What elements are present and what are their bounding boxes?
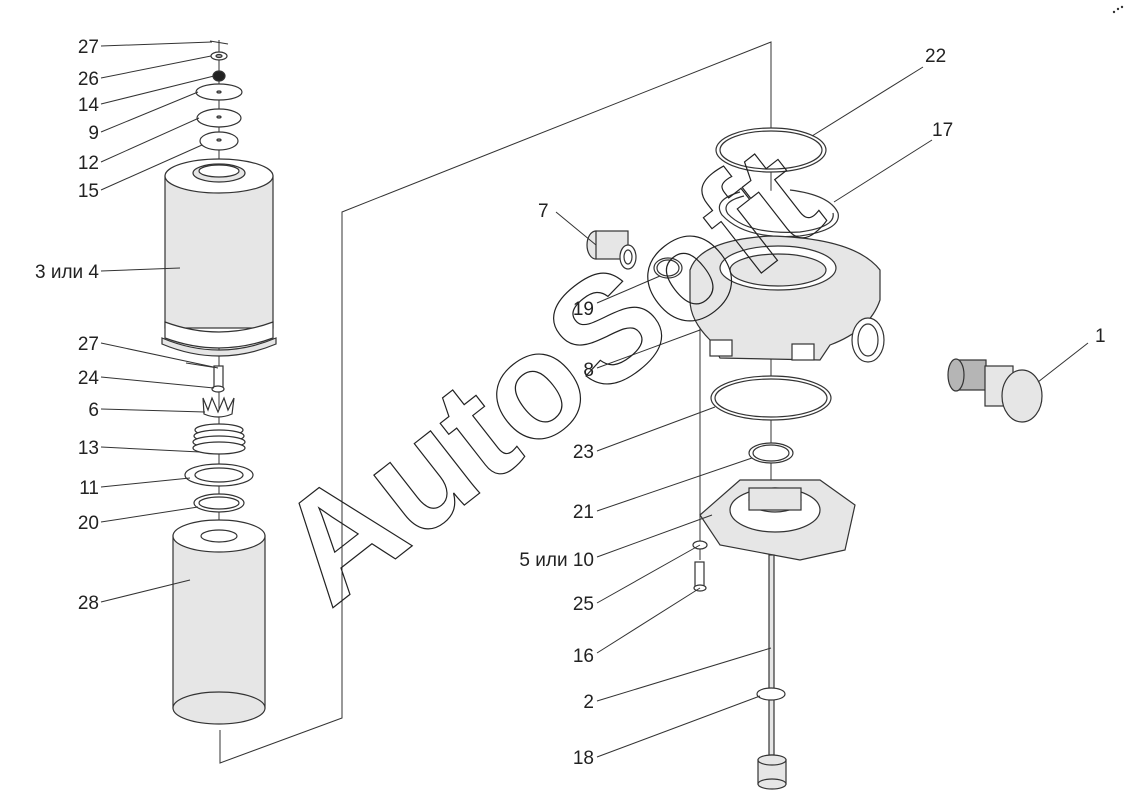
callout-14: 14 (78, 95, 100, 116)
part-14-nut (212, 70, 226, 82)
callout-21: 21 (573, 502, 594, 523)
callout-16: 16 (573, 646, 594, 667)
part-6-clip (202, 396, 235, 418)
part-16-bolt (693, 561, 707, 592)
part-3-or-4-filter-housing (161, 158, 277, 357)
part-drain-plug (757, 754, 787, 790)
callout-17: 17 (932, 120, 953, 141)
part-21-oring (748, 442, 794, 464)
callout-labels: 27 26 14 9 12 15 3 или 4 27 24 6 13 11 2… (35, 37, 1106, 769)
part-main-body (689, 235, 885, 363)
callout-26: 26 (78, 69, 99, 90)
callout-22: 22 (925, 46, 946, 67)
callout-23: 23 (573, 442, 594, 463)
callout-leaders (100, 41, 1089, 758)
part-18-oring (756, 687, 786, 701)
part-26-washer (210, 51, 228, 61)
callout-6: 6 (88, 400, 99, 421)
part-17-snap-ring (718, 189, 839, 238)
callout-27-bottom: 27 (78, 334, 99, 355)
callout-20: 20 (78, 513, 99, 534)
callout-11: 11 (79, 478, 99, 499)
part-13-spring (192, 423, 246, 455)
callout-5-or-10: 5 или 10 (519, 550, 594, 571)
part-28-filter-element (172, 519, 266, 725)
part-20-seal (193, 493, 245, 513)
callout-8: 8 (583, 360, 594, 381)
part-2-rod (768, 554, 775, 756)
part-5-or-10-cover (699, 479, 856, 561)
part-11-ring (184, 463, 254, 487)
part-9-disc (195, 83, 243, 101)
callout-19: 19 (573, 299, 594, 320)
part-23-oring (710, 375, 832, 421)
part-27-pin-top (209, 40, 229, 45)
callout-9: 9 (88, 123, 99, 144)
part-19-oring (653, 257, 683, 279)
callout-13: 13 (78, 438, 99, 459)
callout-27-top: 27 (78, 37, 99, 58)
callout-25: 25 (573, 594, 594, 615)
part-22-oring (715, 127, 827, 173)
part-15-disc (199, 131, 239, 151)
callout-15: 15 (78, 181, 99, 202)
callout-1: 1 (1095, 326, 1106, 347)
callout-7: 7 (538, 201, 549, 222)
part-1-cap (947, 358, 1043, 423)
callout-2: 2 (583, 692, 594, 713)
callout-24: 24 (78, 368, 100, 389)
callout-3-or-4: 3 или 4 (35, 262, 99, 283)
callout-12: 12 (78, 153, 99, 174)
part-12-disc (196, 108, 242, 128)
part-24-bolt (211, 365, 225, 393)
corner-mark-icon (1112, 5, 1124, 14)
callout-28: 28 (78, 593, 99, 614)
callout-18: 18 (573, 748, 594, 769)
